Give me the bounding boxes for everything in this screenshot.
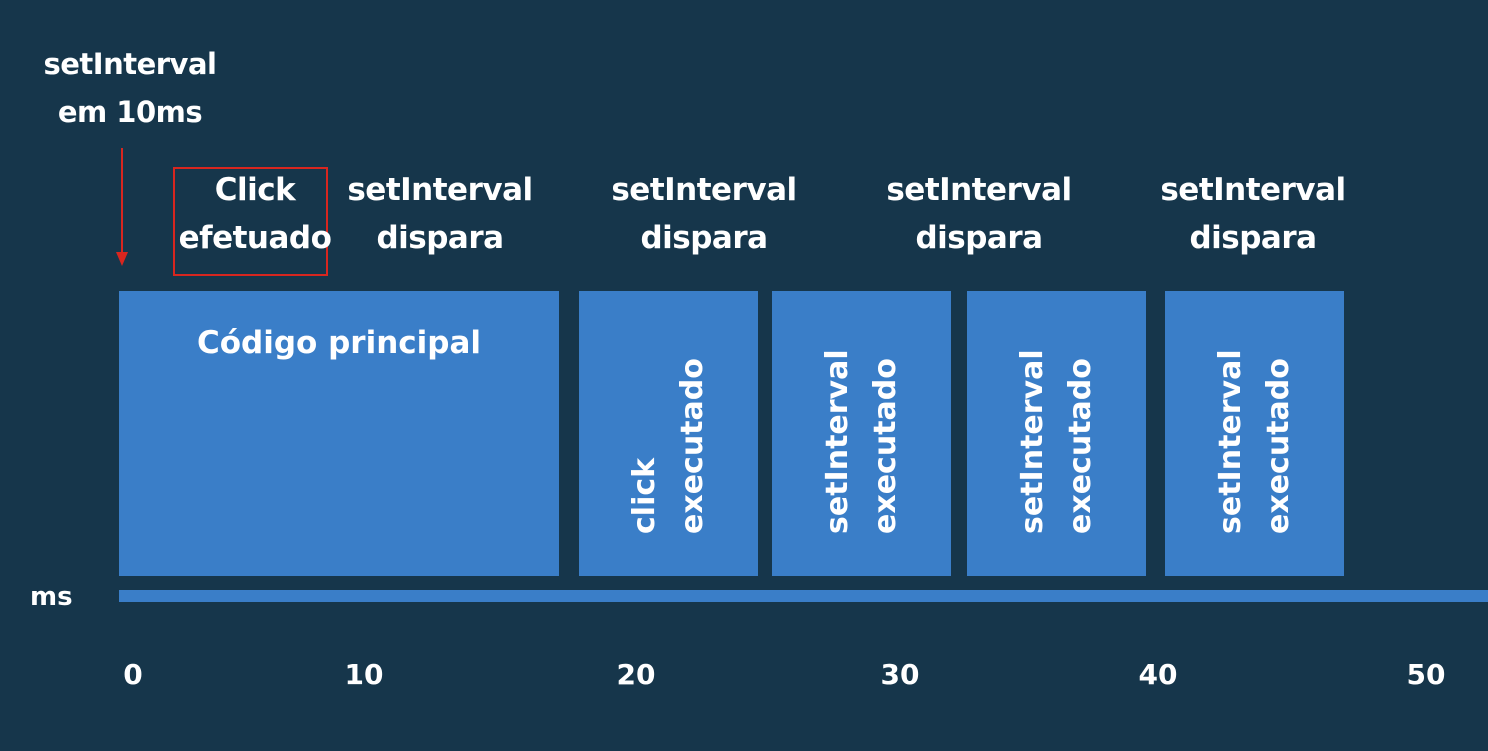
start-note-line1: setInterval bbox=[43, 47, 217, 81]
timeline-axis bbox=[119, 590, 1488, 602]
click-highlight-box bbox=[173, 167, 328, 276]
axis-tick-label: 30 bbox=[880, 658, 920, 691]
main-code-block: Código principal bbox=[119, 291, 559, 576]
event-label: setInterval dispara bbox=[1153, 166, 1353, 262]
task-label-line1: setInterval bbox=[1212, 348, 1248, 534]
task-block: click executado bbox=[579, 291, 758, 576]
start-note: setInterval em 10ms bbox=[20, 40, 240, 136]
event-line2: dispara bbox=[915, 220, 1043, 256]
click-event-line1: Click bbox=[214, 172, 296, 208]
task-label-line1: setInterval bbox=[1014, 348, 1050, 534]
task-label: click executado bbox=[621, 334, 717, 534]
start-note-line2: em 10ms bbox=[57, 95, 203, 129]
event-label: setInterval dispara bbox=[340, 166, 540, 262]
task-label: setInterval executado bbox=[1207, 334, 1303, 534]
event-line1: setInterval bbox=[886, 172, 1072, 208]
event-line1: setInterval bbox=[611, 172, 797, 208]
task-label-line1: click bbox=[626, 457, 662, 534]
task-block: setInterval executado bbox=[1165, 291, 1344, 576]
event-label: setInterval dispara bbox=[604, 166, 804, 262]
event-line2: dispara bbox=[1189, 220, 1317, 256]
task-block: setInterval executado bbox=[967, 291, 1146, 576]
axis-tick-label: 20 bbox=[616, 658, 656, 691]
event-line2: dispara bbox=[640, 220, 768, 256]
click-event-label: Click efetuado bbox=[170, 166, 340, 262]
event-label: setInterval dispara bbox=[879, 166, 1079, 262]
task-label-line1: setInterval bbox=[819, 348, 855, 534]
axis-tick-label: 40 bbox=[1138, 658, 1178, 691]
arrow-down-icon bbox=[116, 148, 128, 266]
event-line2: dispara bbox=[376, 220, 504, 256]
click-event-line2: efetuado bbox=[178, 220, 332, 256]
event-line1: setInterval bbox=[347, 172, 533, 208]
task-label-line2: executado bbox=[1062, 357, 1098, 534]
task-label: setInterval executado bbox=[1009, 334, 1105, 534]
task-label-line2: executado bbox=[674, 357, 710, 534]
axis-unit-label: ms bbox=[30, 582, 73, 612]
task-label-line2: executado bbox=[867, 357, 903, 534]
axis-tick-label: 10 bbox=[344, 658, 384, 691]
event-line1: setInterval bbox=[1160, 172, 1346, 208]
task-label-line2: executado bbox=[1260, 357, 1296, 534]
axis-tick-label: 50 bbox=[1406, 658, 1446, 691]
axis-tick-label: 0 bbox=[123, 658, 143, 691]
task-block: setInterval executado bbox=[772, 291, 951, 576]
task-label: setInterval executado bbox=[814, 334, 910, 534]
main-code-label: Código principal bbox=[196, 325, 482, 361]
